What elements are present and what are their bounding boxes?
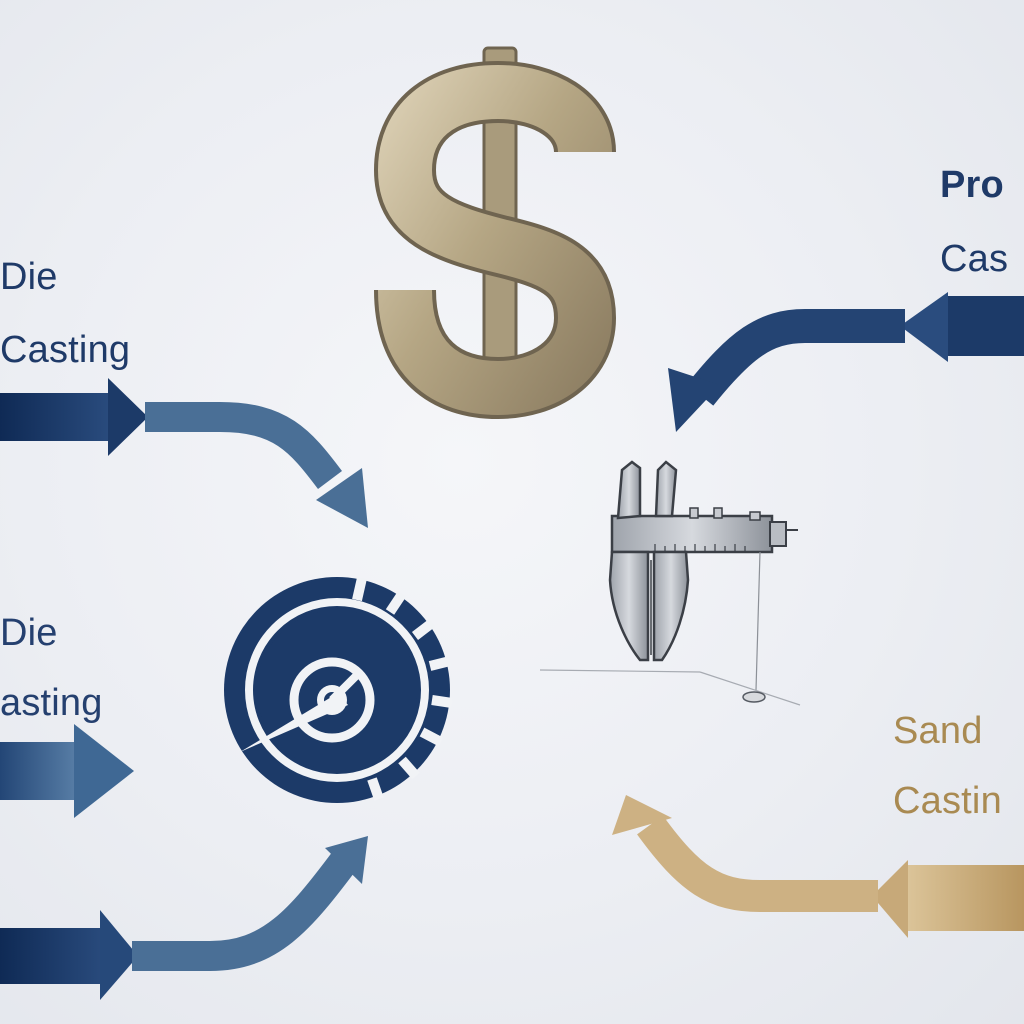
label-sand-casting-line2: Castin bbox=[893, 780, 1002, 822]
label-pro-casting-line1: Pro bbox=[940, 164, 1004, 206]
label-pro-casting-line2: Cas bbox=[940, 238, 1009, 280]
label-die-casting-2-line1: Die bbox=[0, 612, 58, 654]
arrow-sand-casting bbox=[612, 795, 1024, 938]
arrow-die-casting-2 bbox=[0, 724, 134, 818]
label-die-casting-1-line2: Casting bbox=[0, 329, 131, 371]
label-die-casting-1-line1: Die bbox=[0, 256, 58, 298]
dollar-sign-icon bbox=[373, 46, 617, 420]
speed-gauge-icon bbox=[224, 576, 453, 803]
arrow-bottom-curve bbox=[0, 836, 368, 1000]
label-sand-casting-line1: Sand bbox=[893, 710, 983, 752]
arrow-pro-casting bbox=[668, 292, 1024, 432]
label-die-casting-2-line2: asting bbox=[0, 682, 103, 724]
arrow-die-casting-1 bbox=[0, 378, 368, 528]
caliper-icon bbox=[539, 460, 801, 706]
